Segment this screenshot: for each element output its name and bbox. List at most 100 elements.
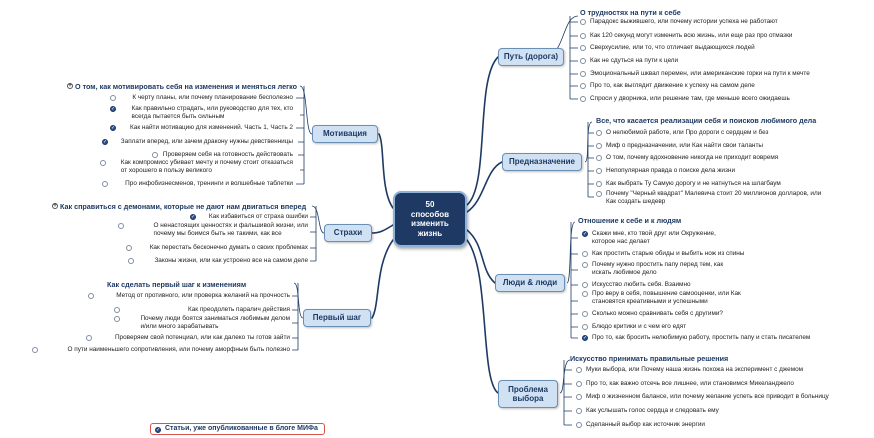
list-item[interactable]: О том, почему вдохновение никогда не при…: [606, 154, 778, 162]
unchecked-icon[interactable]: [580, 83, 586, 89]
unchecked-icon[interactable]: [596, 181, 602, 187]
legend-published-articles: ✓Статьи, уже опубликованные в блоге МИФа: [150, 423, 325, 435]
unchecked-icon[interactable]: [580, 33, 586, 39]
branch-motivaciya[interactable]: Мотивация: [312, 125, 378, 143]
list-item[interactable]: Как избавиться от страха ошибки: [209, 213, 308, 221]
list-item[interactable]: Как услышать голос сердца и следовать ем…: [586, 407, 719, 415]
branch-lyudi[interactable]: Люди & люди: [495, 274, 565, 292]
list-item-text: Заплати вперед, или зачем дракону нужны …: [120, 138, 293, 145]
list-item[interactable]: Эмоциональный шквал перемен, или америка…: [590, 70, 810, 78]
list-item[interactable]: Проверяем себя на готовность действовать: [163, 151, 293, 159]
list-item[interactable]: Как правильно страдать, или руководство …: [132, 105, 293, 120]
unchecked-icon[interactable]: [576, 367, 582, 373]
central-node[interactable]: 50 способов изменить жизнь: [393, 191, 467, 247]
list-item[interactable]: Спроси у дворника, или решение там, где …: [590, 95, 790, 103]
unchecked-icon[interactable]: [582, 291, 588, 297]
list-item[interactable]: Законы жизни, или как устроено все на са…: [154, 257, 308, 265]
branch-problema-vybora[interactable]: Проблема выбора: [498, 380, 558, 408]
unchecked-icon[interactable]: [88, 293, 94, 299]
unchecked-icon[interactable]: [126, 245, 132, 251]
list-item[interactable]: Сколько можно сравнивать себя с другими?: [592, 310, 723, 318]
list-item-text: Муки выбора, или Почему наша жизнь похож…: [586, 366, 804, 373]
branch-put[interactable]: Путь (дорога): [498, 48, 564, 66]
unchecked-icon[interactable]: [596, 130, 602, 136]
list-item[interactable]: К черту планы, или почему планирование б…: [132, 94, 293, 102]
list-item[interactable]: Непопулярная правда о поиске дела жизни: [606, 167, 735, 175]
list-item[interactable]: Почему нужно простить папу перед тем, ка…: [592, 261, 723, 276]
unchecked-icon[interactable]: [128, 258, 134, 264]
list-item[interactable]: Искусство любить себя. Взаимно: [592, 281, 691, 289]
list-item[interactable]: Скажи мне, кто твой друг или Окружение,к…: [592, 230, 716, 245]
unchecked-icon[interactable]: [582, 282, 588, 288]
unchecked-icon[interactable]: [118, 223, 124, 229]
unchecked-icon[interactable]: [102, 181, 108, 187]
unchecked-icon[interactable]: [576, 381, 582, 387]
unchecked-icon[interactable]: [86, 335, 92, 341]
branch-pervyi-shag[interactable]: Первый шаг: [303, 309, 371, 327]
list-item[interactable]: Как преодолеть паралич действия: [188, 306, 290, 314]
expand-icon[interactable]: +: [67, 83, 73, 89]
list-item[interactable]: Сверхусилие, или то, что отличает выдающ…: [590, 44, 755, 52]
expand-icon[interactable]: +: [52, 203, 58, 209]
unchecked-icon[interactable]: [596, 191, 602, 197]
list-item[interactable]: Как найти мотивацию для изменений. Часть…: [130, 124, 293, 132]
list-item[interactable]: О нелюбимой работе, или Про дороги с сер…: [606, 129, 768, 137]
unchecked-icon[interactable]: [110, 95, 116, 101]
list-item[interactable]: Как перестать бесконечно думать о своих …: [150, 244, 308, 252]
unchecked-icon[interactable]: [100, 160, 106, 166]
unchecked-icon[interactable]: [114, 307, 120, 313]
list-item[interactable]: Миф о жизненном балансе, или почему жела…: [586, 393, 829, 401]
list-item[interactable]: Почему люди боятся заниматься любимым де…: [140, 315, 290, 330]
topic-pervyi-shag: Как сделать первый шаг к изменениям: [107, 280, 247, 289]
list-item[interactable]: Проверяем свой потенциал, или как далеко…: [115, 334, 290, 342]
unchecked-icon[interactable]: [582, 311, 588, 317]
list-item[interactable]: Метод от противного, или проверка желани…: [116, 292, 290, 300]
unchecked-icon[interactable]: [596, 143, 602, 149]
list-item-text: Как преодолеть паралич действия: [187, 306, 290, 313]
list-item[interactable]: Как выбрать Ту Самую дорогу и не натнуть…: [606, 180, 781, 188]
list-item[interactable]: Муки выбора, или Почему наша жизнь похож…: [586, 366, 803, 374]
list-item[interactable]: Сделанный выбор как источник энергии: [586, 421, 705, 429]
unchecked-icon[interactable]: [32, 347, 38, 353]
unchecked-icon[interactable]: [582, 251, 588, 257]
unchecked-icon[interactable]: [576, 408, 582, 414]
unchecked-icon[interactable]: [580, 45, 586, 51]
list-item[interactable]: Как 120 секунд могут изменить всю жизнь,…: [590, 32, 792, 40]
check-icon[interactable]: ✓: [110, 125, 116, 131]
list-item[interactable]: Про инфобизнесменов, тренинги и волшебны…: [125, 180, 293, 188]
unchecked-icon[interactable]: [580, 58, 586, 64]
unchecked-icon[interactable]: [582, 324, 588, 330]
check-icon[interactable]: ✓: [582, 231, 588, 237]
list-item[interactable]: Парадокс выжившего, или почему истории у…: [590, 18, 778, 26]
list-item[interactable]: Как компромисс убивает мечту и почему ст…: [121, 159, 293, 174]
list-item[interactable]: О ненастоящих ценностях и фальшивой жизн…: [153, 222, 308, 237]
list-item[interactable]: Про то, как важно отсечь все лишнее, или…: [586, 380, 794, 388]
list-item[interactable]: О пути наименьшего сопротивления, или по…: [68, 346, 290, 354]
list-item-text: Непопулярная правда о поиске дела жизни: [606, 167, 736, 174]
unchecked-icon[interactable]: [580, 96, 586, 102]
list-item[interactable]: Миф о предназначении, или Как найти свои…: [606, 142, 763, 150]
list-item[interactable]: Почему "Черный квадрат" Малевича стоит 2…: [606, 190, 821, 205]
unchecked-icon[interactable]: [580, 19, 586, 25]
check-icon[interactable]: ✓: [102, 139, 108, 145]
list-item[interactable]: Заплати вперед, или зачем дракону нужны …: [121, 138, 293, 146]
check-icon[interactable]: ✓: [110, 106, 116, 112]
unchecked-icon[interactable]: [576, 394, 582, 400]
unchecked-icon[interactable]: [114, 316, 120, 322]
list-item[interactable]: Как простить старые обиды и выбить нож и…: [592, 250, 744, 258]
list-item[interactable]: Про то, как выглядит движение к успеху н…: [590, 82, 755, 90]
unchecked-icon[interactable]: [596, 155, 602, 161]
unchecked-icon[interactable]: [576, 422, 582, 428]
list-item[interactable]: Блюдо критики и с чем его едят: [592, 323, 686, 331]
unchecked-icon[interactable]: [152, 152, 158, 158]
check-icon[interactable]: ✓: [582, 335, 588, 341]
branch-prednaznachenie[interactable]: Предназначение: [502, 153, 582, 171]
list-item[interactable]: Про веру в себя, повышение самооценки, и…: [592, 290, 741, 305]
list-item[interactable]: Как не сдуться на пути к цели: [590, 57, 678, 65]
unchecked-icon[interactable]: [596, 168, 602, 174]
branch-strahi[interactable]: Страхи: [324, 224, 372, 242]
list-item[interactable]: Про то, как бросить нелюбимую работу, пр…: [592, 334, 810, 342]
check-icon[interactable]: ✓: [190, 214, 196, 220]
unchecked-icon[interactable]: [580, 71, 586, 77]
unchecked-icon[interactable]: [582, 262, 588, 268]
